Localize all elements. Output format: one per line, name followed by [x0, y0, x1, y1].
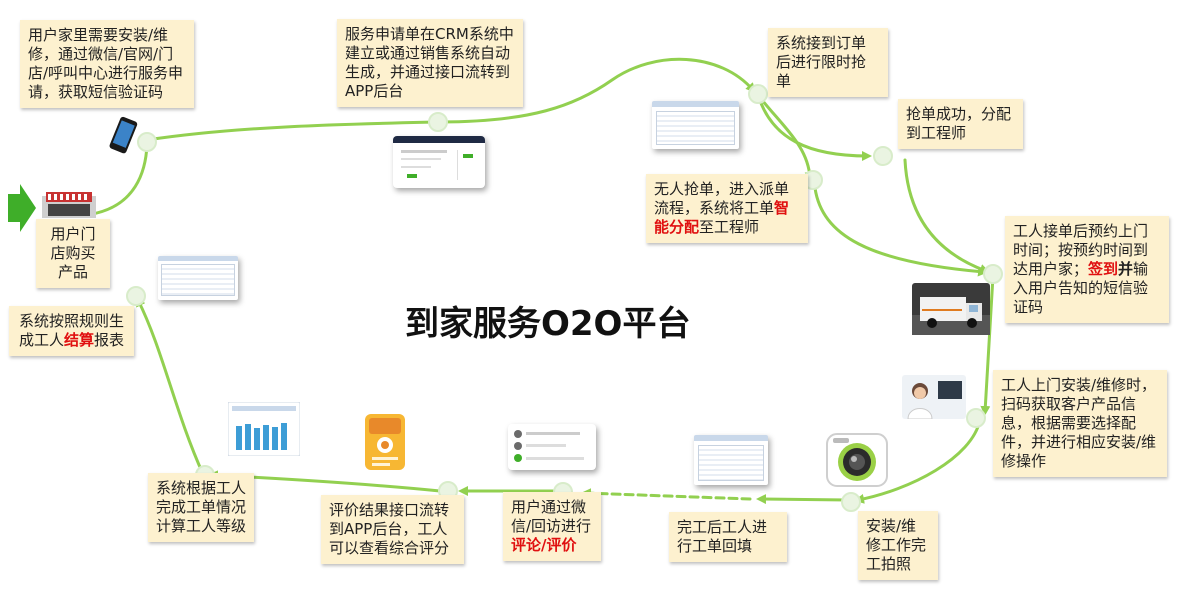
step-buy-text: 用户门店购买产品	[50, 225, 96, 281]
wechat-review-icon	[508, 424, 596, 470]
flow-grab-to-assign	[756, 93, 872, 161]
step-review-note: 用户通过微信/回访进行评论/评价	[503, 492, 601, 561]
step-settle-text-b: 报表	[94, 331, 125, 349]
step-grab-note: 系统接到订单后进行限时抢单	[768, 28, 888, 97]
step-visit-text-c: 输入用户告知的短信验证码	[1013, 260, 1149, 316]
flow-assign-to-visit	[903, 158, 990, 274]
step-visit-note: 工人接单后预约上门时间；按预约时间到达用户家；签到并输入用户告知的短信验证码	[1005, 216, 1169, 323]
flow-grab-to-dispatch	[756, 93, 815, 182]
camera-app-icon	[826, 433, 888, 487]
step-dispatch-highlight: 智能分配	[654, 199, 790, 236]
step-result-note: 评价结果接口流转到APP后台，工人可以查看综合评分	[321, 495, 464, 564]
step-apply-text: 用户家里需要安装/维修，通过微信/官网/门店/呼叫中心进行服务申请，获取短信验证…	[28, 26, 184, 101]
store-icon	[42, 192, 96, 218]
step-review-text-a: 用户通过微信/回访进行	[511, 498, 592, 535]
step-settle-text-a: 系统按照规则生成工人	[18, 312, 124, 349]
diagram-title: 到家服务O2O平台	[405, 304, 691, 344]
step-dispatch-text-b: 至工程师	[699, 218, 760, 236]
step-review-highlight: 评论/评价	[511, 536, 577, 554]
step-photo-note: 安装/维修工作完工拍照	[858, 511, 938, 580]
worksheet-icon	[694, 435, 768, 485]
step-dispatch-note: 无人抢单，进入派单流程，系统将工单智能分配至工程师	[646, 174, 808, 243]
step-visit-highlight: 签到	[1088, 260, 1119, 278]
step-apply-note: 用户家里需要安装/维修，通过微信/官网/门店/呼叫中心进行服务申请，获取短信验证…	[20, 20, 194, 108]
step-crm-text: 服务申请单在CRM系统中建立或通过销售系统自动生成，并通过接口流转到APP后台	[345, 25, 514, 100]
step-visit-text-a: 工人接单后预约上门时间；按预约时间到达用户家；	[1013, 222, 1149, 278]
rating-app-icon	[365, 414, 405, 470]
van-photo-icon	[912, 283, 990, 335]
flow-dispatch-to-visit	[813, 186, 988, 277]
step-grade-text: 系统根据工人完成工单情况计算工人等级	[156, 479, 247, 535]
step-visit-text-b: 并	[1118, 260, 1134, 278]
step-grade-note: 系统根据工人完成工单情况计算工人等级	[148, 473, 254, 542]
step-backfill-note: 完工后工人进行工单回填	[669, 512, 787, 562]
settlement-report-icon	[158, 256, 238, 300]
flow-visit-to-install	[980, 274, 995, 416]
start-arrow	[8, 184, 36, 232]
step-backfill-text: 完工后工人进行工单回填	[677, 518, 768, 555]
flow-photo-to-backfill	[756, 494, 850, 505]
crm-screenshot-icon	[393, 136, 485, 188]
flow-install-to-photo	[854, 418, 982, 504]
flow-crm-to-grab	[438, 57, 756, 124]
step-result-text: 评价结果接口流转到APP后台，工人可以查看综合评分	[329, 501, 450, 557]
flow-buy-to-apply	[90, 140, 152, 216]
step-assign-text: 抢单成功，分配到工程师	[906, 105, 1012, 142]
step-crm-note: 服务申请单在CRM系统中建立或通过销售系统自动生成，并通过接口流转到APP后台	[337, 19, 523, 107]
step-buy-note: 用户门店购买产品	[36, 219, 110, 288]
step-dispatch-text-a: 无人抢单，进入派单流程，系统将工单	[654, 180, 790, 217]
flow-grade-to-settle	[136, 296, 205, 476]
step-install-note: 工人上门安装/维修时，扫码获取客户产品信息，根据需要选择配件，并进行相应安装/维…	[993, 370, 1167, 477]
bar-chart-report-icon	[228, 402, 300, 456]
step-grab-text: 系统接到订单后进行限时抢单	[776, 34, 867, 90]
step-assign-note: 抢单成功，分配到工程师	[898, 99, 1023, 149]
phone-icon	[109, 116, 138, 154]
step-install-text: 工人上门安装/维修时，扫码获取客户产品信息，根据需要选择配件，并进行相应安装/维…	[1001, 376, 1157, 470]
step-settle-note: 系统按照规则生成工人结算报表	[9, 306, 134, 356]
flow-apply-to-crm	[145, 117, 440, 142]
step-settle-highlight: 结算	[63, 331, 94, 349]
flow-backfill-to-review	[581, 488, 752, 501]
order-list-icon	[652, 101, 739, 149]
step-photo-text: 安装/维修工作完工拍照	[866, 517, 927, 573]
technician-photo-icon	[902, 375, 966, 419]
